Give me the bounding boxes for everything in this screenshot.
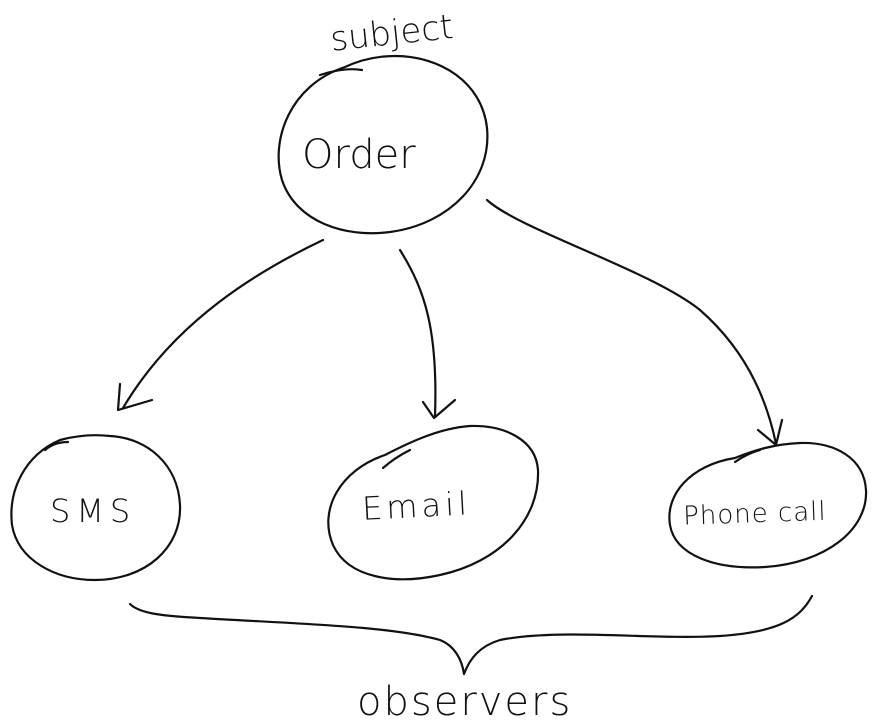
- arrow-order-to-email-line: [398, 248, 437, 418]
- email-node-overstroke: [381, 448, 412, 470]
- phone-node-outline: [668, 441, 868, 569]
- arrow-order-to-phone-line: [485, 198, 778, 446]
- phone-node-overstroke: [733, 448, 762, 464]
- email-node-outline: [327, 424, 540, 581]
- phone-node: Phone call: [668, 441, 868, 569]
- arrow-order-to-email: [398, 248, 457, 420]
- phone-node-label: Phone call: [683, 497, 827, 532]
- email-node-label: Email: [361, 484, 472, 528]
- sms-node-outline: [10, 434, 182, 582]
- arrow-order-to-email-head: [421, 398, 457, 420]
- sms-node: SMS: [10, 434, 182, 582]
- email-node: Email: [327, 424, 540, 581]
- sms-node-label: SMS: [50, 492, 136, 530]
- order-node-outline: [277, 54, 489, 235]
- arrow-order-to-sms: [116, 238, 325, 412]
- observers-brace: [128, 594, 814, 676]
- sms-node-overstroke: [43, 440, 70, 452]
- arrow-order-to-phone: [485, 198, 784, 447]
- arrow-order-to-sms-head: [116, 382, 154, 412]
- order-node-label: Order: [302, 132, 416, 178]
- order-node: Order: [277, 54, 489, 235]
- observers-label: observers: [357, 679, 572, 725]
- arrow-order-to-sms-line: [121, 238, 325, 410]
- subject-label: subject: [328, 7, 455, 60]
- order-node-overstroke: [318, 68, 364, 77]
